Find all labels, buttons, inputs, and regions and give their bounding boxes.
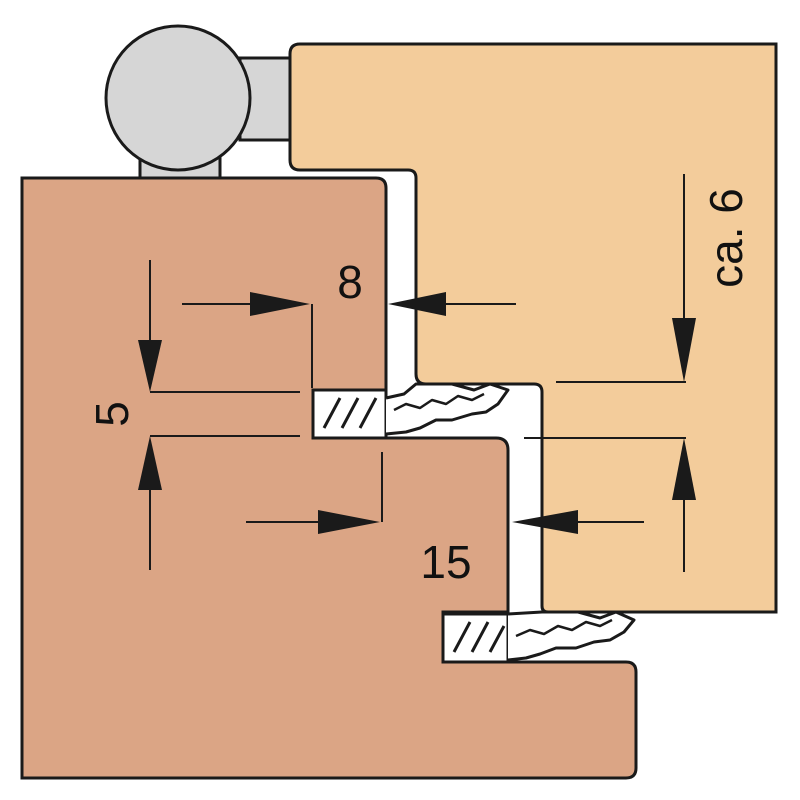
arrow-left-15-icon xyxy=(512,510,578,534)
dimension-lines xyxy=(149,174,686,572)
dimension-arrows xyxy=(138,292,696,534)
sash-profile xyxy=(288,42,778,614)
arrow-up-6-icon xyxy=(672,438,696,500)
lower-seal-lip-teeth xyxy=(515,618,613,638)
arrow-down-6-icon xyxy=(672,318,696,382)
hinge-icon xyxy=(104,24,298,184)
frame-profile xyxy=(20,176,638,780)
lower-seal-icon xyxy=(441,610,636,664)
dimension-label-15: 15 xyxy=(420,536,471,588)
hinge-knuckle xyxy=(104,24,252,172)
upper-seal-lip-teeth xyxy=(393,392,485,412)
dimension-label-8: 8 xyxy=(337,256,363,308)
dimension-label-5: 5 xyxy=(86,401,138,427)
arrow-down-5-icon xyxy=(138,340,162,392)
upper-seal-body xyxy=(311,388,388,440)
upper-seal-icon xyxy=(311,382,510,440)
arrow-right-15-icon xyxy=(318,510,380,534)
arrow-up-5-icon xyxy=(138,436,162,490)
arrow-left-8-icon xyxy=(388,292,446,316)
dimension-label-ca-6: ca. 6 xyxy=(700,188,752,288)
upper-seal-lip xyxy=(385,382,510,436)
lower-seal-stripes xyxy=(452,621,506,653)
upper-seal-stripes xyxy=(322,397,378,429)
arrow-right-8-icon xyxy=(250,292,310,316)
lower-seal-lip xyxy=(507,610,636,662)
